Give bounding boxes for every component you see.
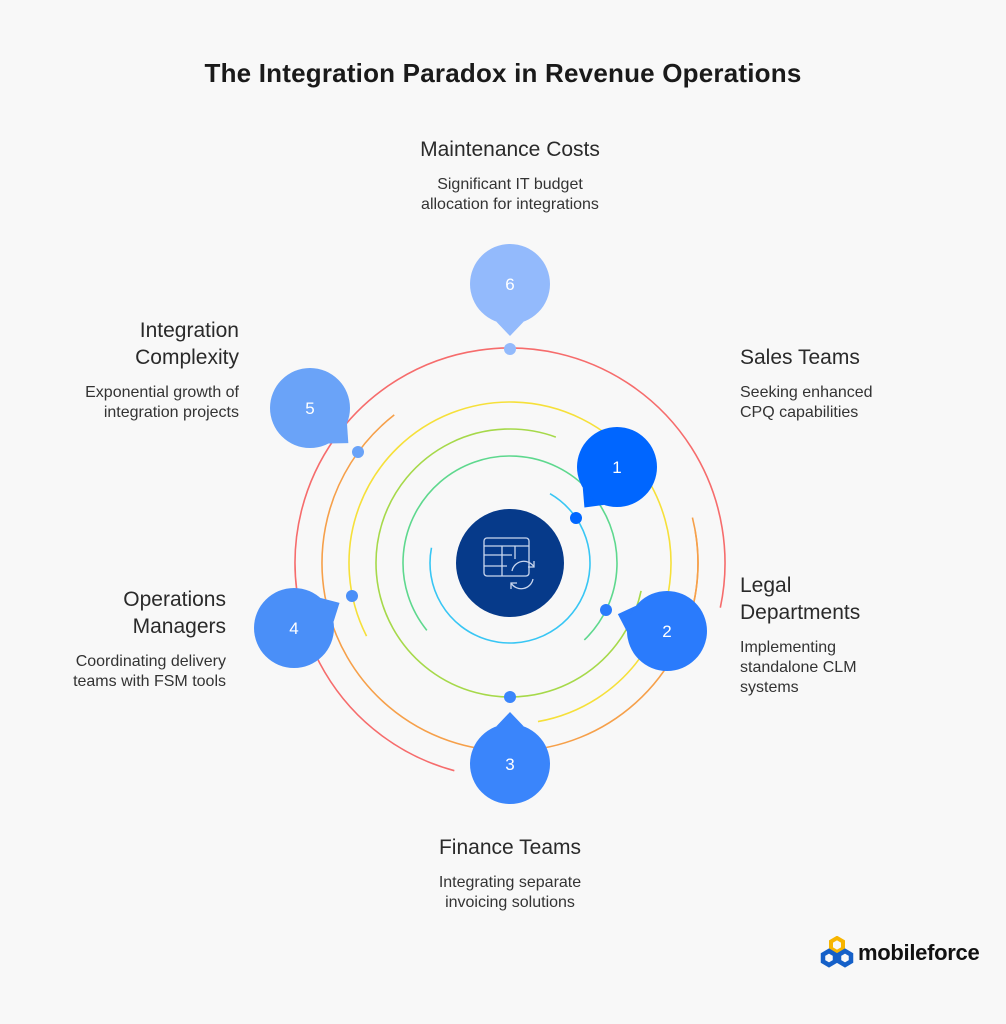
- item-description: Seeking enhanced CPQ capabilities: [740, 384, 873, 421]
- item-6-label: Maintenance Costs Significant IT budget …: [360, 136, 660, 215]
- bubble-number-1: 1: [612, 458, 621, 477]
- item-1-label: Sales Teams Seeking enhanced CPQ capabil…: [740, 344, 920, 423]
- bubble-number-6: 6: [505, 275, 514, 294]
- hexagon-chain-icon: [820, 936, 854, 968]
- bubble-number-3: 3: [505, 755, 514, 774]
- ring-dot-4: [346, 590, 358, 602]
- logo-text: mobileforce: [858, 940, 980, 965]
- item-description: Integrating separate invoicing solutions: [438, 874, 582, 911]
- bubble-1: [577, 427, 657, 507]
- ring-dot-6: [504, 343, 516, 355]
- page-title: The Integration Paradox in Revenue Opera…: [204, 58, 802, 88]
- item-heading: Integration Complexity: [135, 319, 239, 369]
- item-description: Coordinating delivery teams with FSM too…: [73, 653, 226, 690]
- bubble-number-4: 4: [289, 619, 298, 638]
- item-5-label: Integration Complexity Exponential growt…: [58, 317, 239, 423]
- item-4-label: Operations Managers Coordinating deliver…: [30, 586, 226, 692]
- ring-arc-1: [429, 493, 591, 644]
- table-sync-icon: [483, 537, 535, 590]
- bubble-pointer-2: [617, 605, 636, 632]
- ring-arc-2: [402, 455, 618, 641]
- item-heading: Operations Managers: [123, 588, 226, 638]
- bubble-3: [470, 724, 550, 804]
- bubble-number-2: 2: [662, 622, 671, 641]
- bubble-pointer-6: [496, 321, 524, 336]
- ring-dot-2: [600, 604, 612, 616]
- ring-dot-3: [504, 691, 516, 703]
- bubble-number-5: 5: [305, 399, 314, 418]
- bubble-4: [254, 588, 334, 668]
- item-heading: Maintenance Costs: [420, 138, 600, 161]
- bubble-2: [627, 591, 707, 671]
- ring-dot-1: [570, 512, 582, 524]
- bubble-5: [270, 368, 350, 448]
- item-2-label: Legal Departments Implementing standalon…: [740, 572, 900, 698]
- item-heading: Finance Teams: [438, 836, 582, 859]
- mobileforce-logo: mobileforce: [820, 936, 980, 970]
- item-description: Implementing standalone CLM systems: [740, 639, 857, 696]
- ring-dot-5: [352, 446, 364, 458]
- item-heading: Legal Departments: [740, 574, 861, 624]
- item-description: Exponential growth of integration projec…: [85, 384, 239, 421]
- item-3-label: Finance Teams Integrating separate invoi…: [380, 834, 640, 913]
- item-heading: Sales Teams: [740, 346, 860, 369]
- bubble-pointer-3: [496, 712, 524, 727]
- center-circle: [456, 509, 564, 617]
- item-description: Significant IT budget allocation for int…: [421, 176, 599, 213]
- bubble-6: [470, 244, 550, 324]
- ring-arc-3: [375, 428, 642, 698]
- ring-arc-6: [294, 347, 726, 772]
